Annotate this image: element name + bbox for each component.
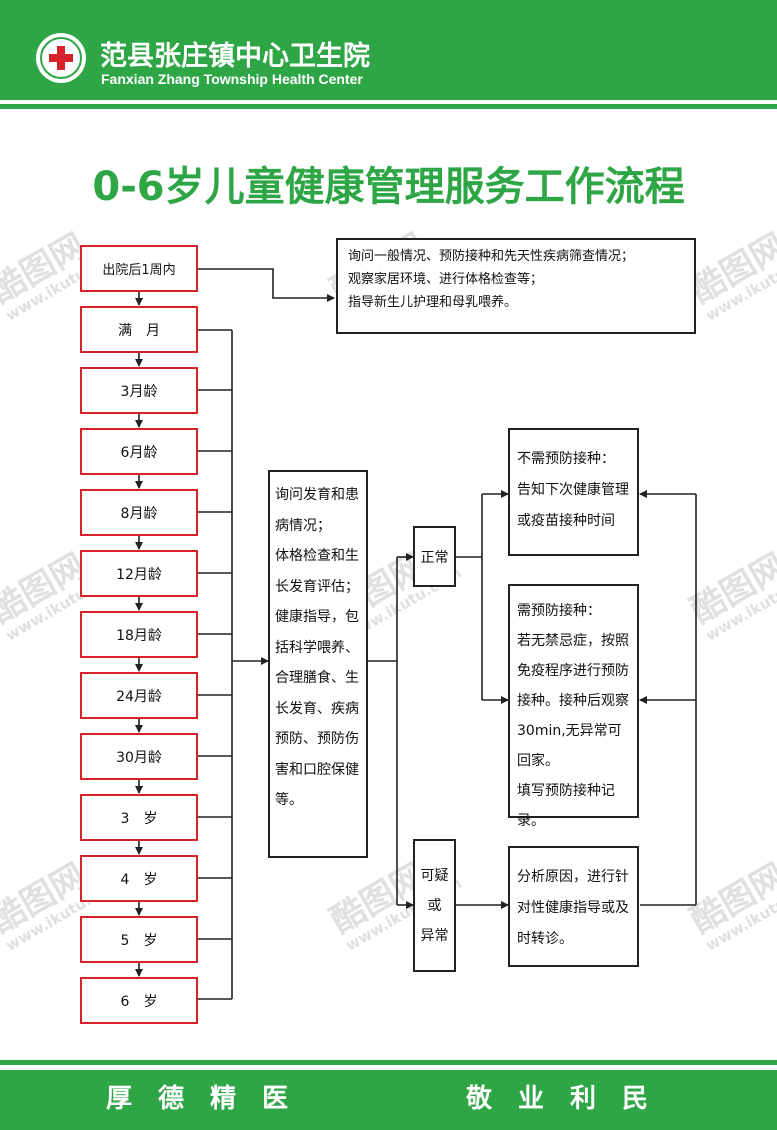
age-node-1week: 出院后1周内 [80,245,198,292]
page-title: 0-6岁儿童健康管理服务工作流程 [92,164,685,210]
age-node-8months: 8月龄 [80,489,198,536]
age-node-30months: 30月龄 [80,733,198,780]
age-node-18months: 18月龄 [80,611,198,658]
header-bar [0,0,777,100]
footer-bar [0,1070,777,1130]
age-node-6years: 6 岁 [80,977,198,1024]
footer-slogan-left: 厚德精医 [106,1084,315,1114]
vaccination-box: 需预防接种： 若无禁忌症，按照 免疫程序进行预防 接种。接种后观察 30min,… [508,584,639,829]
age-node-1month: 满 月 [80,306,198,353]
age-node-3months: 3月龄 [80,367,198,414]
footer-divider [0,1060,777,1065]
normal-label-box: 正常 [413,526,456,587]
hospital-name-en: Fanxian Zhang Township Health Center [101,71,363,87]
age-node-4years: 4 岁 [80,855,198,902]
no-vaccination-box: 不需预防接种： 告知下次健康管理 或疫苗接种时间 [508,428,639,556]
hospital-name-cn: 范县张庄镇中心卫生院 [100,41,370,72]
age-node-5years: 5 岁 [80,916,198,963]
header-divider [0,104,777,109]
abnormal-label-box: 可疑 或 异常 [413,839,456,972]
age-node-3years: 3 岁 [80,794,198,841]
footer-slogan-right: 敬业利民 [466,1084,675,1114]
referral-box: 分析原因，进行针 对性健康指导或及 时转诊。 [508,846,639,967]
first-visit-note-box: 询问一般情况、预防接种和先天性疾病筛查情况； 观察家居环境、进行体格检查等； 指… [336,238,696,334]
routine-check-box: 询问发育和患 病情况； 体格检查和生 长发育评估； 健康指导，包 括科学喂养、 … [268,470,368,858]
hospital-logo-icon [36,33,86,83]
age-node-24months: 24月龄 [80,672,198,719]
age-node-12months: 12月龄 [80,550,198,597]
age-node-6months: 6月龄 [80,428,198,475]
